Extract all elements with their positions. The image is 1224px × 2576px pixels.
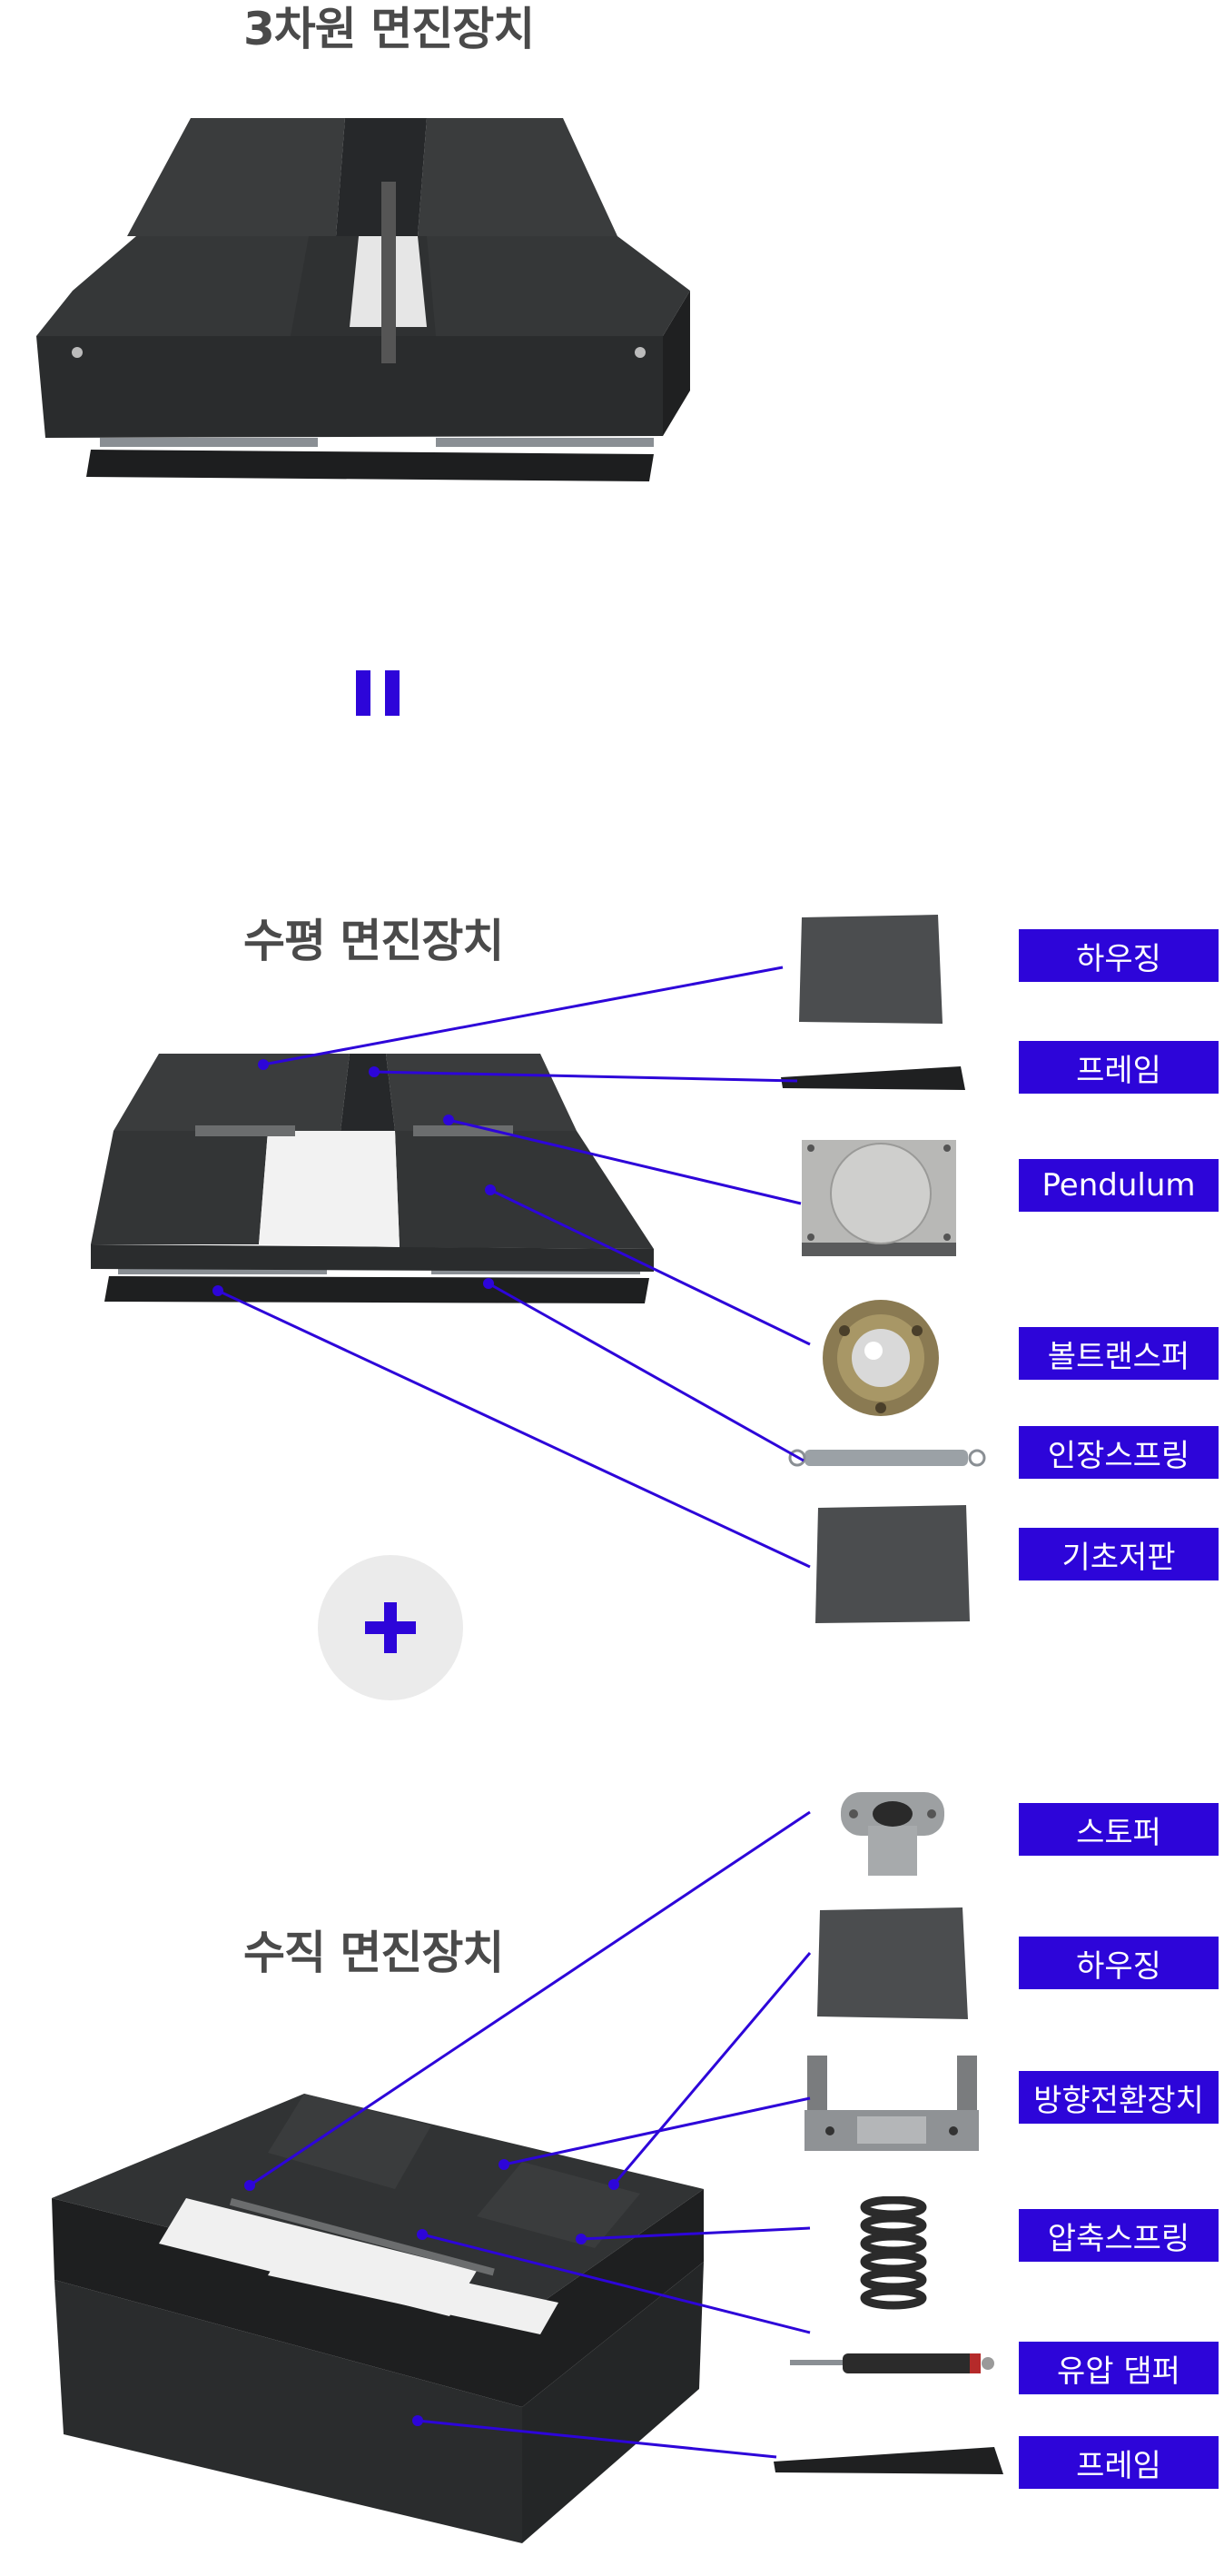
direction-converter-image [804, 2056, 979, 2151]
stopper-image [841, 1792, 944, 1876]
equals-icon [356, 670, 400, 716]
label-pendulum: Pendulum [1019, 1159, 1219, 1212]
tension-spring-image [788, 1449, 986, 1467]
vertical-frame-bar-image [774, 2447, 1003, 2474]
label-housing: 하우징 [1019, 929, 1219, 982]
label-ball-transfer: 볼트랜스퍼 [1019, 1327, 1219, 1380]
label-stopper: 스토퍼 [1019, 1803, 1219, 1856]
housing-plate-image [799, 915, 943, 1024]
label-direction-converter: 방향전환장치 [1019, 2071, 1219, 2124]
pendulum-plate-image [802, 1140, 956, 1256]
ball-transfer-image [823, 1300, 939, 1416]
base-plate-image [815, 1505, 970, 1623]
vertical-housing-plate-image [817, 1907, 968, 2019]
device-3d-photo [36, 118, 690, 481]
label-frame: 프레임 [1019, 1041, 1219, 1094]
section-horizontal-title: 수평 면진장치 [243, 915, 504, 967]
section-vertical-title: 수직 면진장치 [243, 1927, 504, 1979]
device-vertical-photo [52, 2094, 704, 2543]
plus-circle [318, 1555, 463, 1700]
label-tension-spring: 인장스프링 [1019, 1426, 1219, 1479]
label-vertical-frame: 프레임 [1019, 2436, 1219, 2489]
compression-spring-image [860, 2196, 927, 2310]
plus-icon [365, 1602, 416, 1653]
label-compression-spring: 압축스프링 [1019, 2209, 1219, 2262]
label-hydraulic-damper: 유압 댐퍼 [1019, 2342, 1219, 2394]
label-base-plate: 기초저판 [1019, 1528, 1219, 1580]
hydraulic-damper-image [790, 2353, 994, 2373]
label-vertical-housing: 하우징 [1019, 1937, 1219, 1989]
frame-bar-image [781, 1066, 965, 1090]
section-3d-title: 3차원 면진장치 [243, 3, 535, 55]
